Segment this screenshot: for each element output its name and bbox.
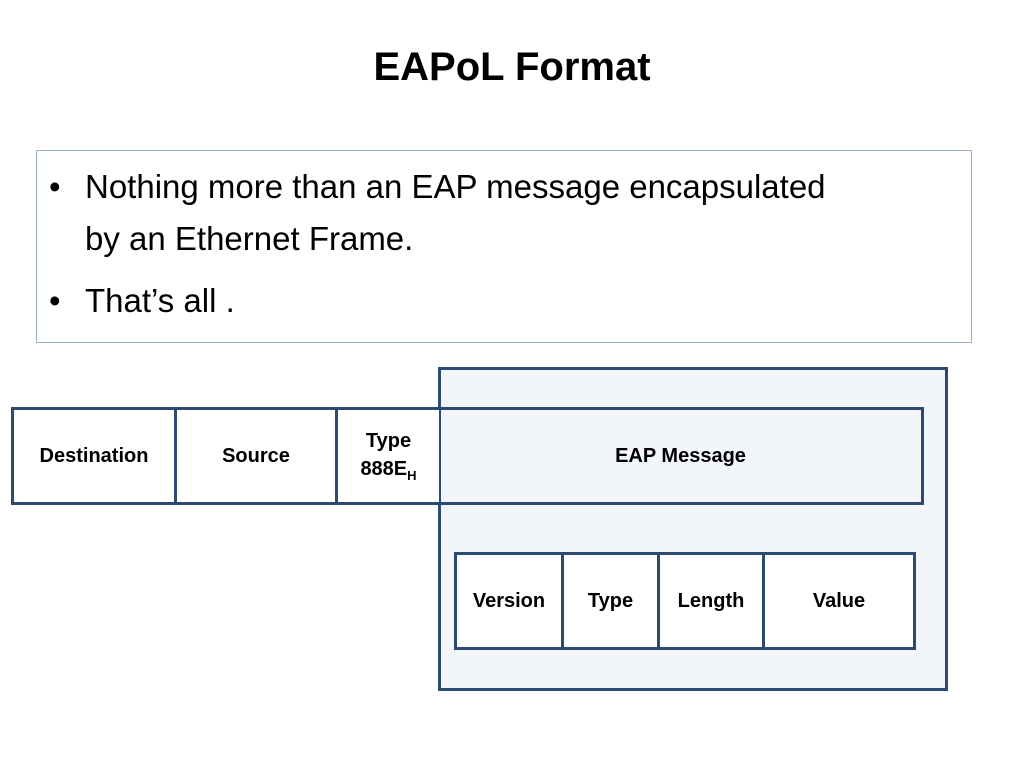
ethertype-value: 888E bbox=[360, 458, 408, 480]
ethertype-label: Type bbox=[365, 430, 412, 452]
bullet-text-box: • Nothing more than an EAP message encap… bbox=[36, 150, 972, 343]
field-divider bbox=[335, 410, 338, 502]
bullet-list: • Nothing more than an EAP message encap… bbox=[37, 161, 971, 337]
field-divider bbox=[561, 555, 564, 647]
version-field: Version bbox=[457, 555, 561, 647]
eap-fields-row: Version Type Length Value bbox=[454, 552, 916, 650]
ethertype-field: Type 888EH bbox=[338, 410, 439, 502]
field-divider bbox=[762, 555, 765, 647]
bullet-dot-icon: • bbox=[49, 168, 61, 205]
bullet-dot-icon: • bbox=[49, 282, 61, 319]
ethertype-value-wrap: 888EH bbox=[360, 455, 416, 485]
type-field: Type bbox=[564, 555, 657, 647]
value-field: Value bbox=[765, 555, 913, 647]
length-field: Length bbox=[660, 555, 762, 647]
version-label: Version bbox=[472, 589, 546, 612]
destination-field: Destination bbox=[14, 410, 174, 502]
destination-label: Destination bbox=[39, 444, 149, 467]
bullet-text: That’s all . bbox=[85, 282, 235, 319]
slide-title: EAPoL Format bbox=[373, 45, 651, 89]
bullet-text: Nothing more than an EAP message encapsu… bbox=[85, 168, 826, 257]
bullet-item: • That’s all . bbox=[37, 275, 845, 327]
length-label: Length bbox=[677, 589, 745, 612]
bullet-item: • Nothing more than an EAP message encap… bbox=[37, 161, 845, 265]
ethernet-frame: Destination Source Type 888EH EAP Messag… bbox=[11, 407, 924, 505]
ethertype-subscript: H bbox=[407, 468, 417, 483]
source-label: Source bbox=[222, 444, 290, 467]
eap-message-field: EAP Message bbox=[440, 410, 921, 502]
field-divider bbox=[174, 410, 177, 502]
value-label: Value bbox=[812, 589, 866, 612]
type-label: Type bbox=[587, 589, 634, 612]
field-divider bbox=[657, 555, 660, 647]
source-field: Source bbox=[177, 410, 335, 502]
eap-message-label: EAP Message bbox=[615, 444, 746, 467]
